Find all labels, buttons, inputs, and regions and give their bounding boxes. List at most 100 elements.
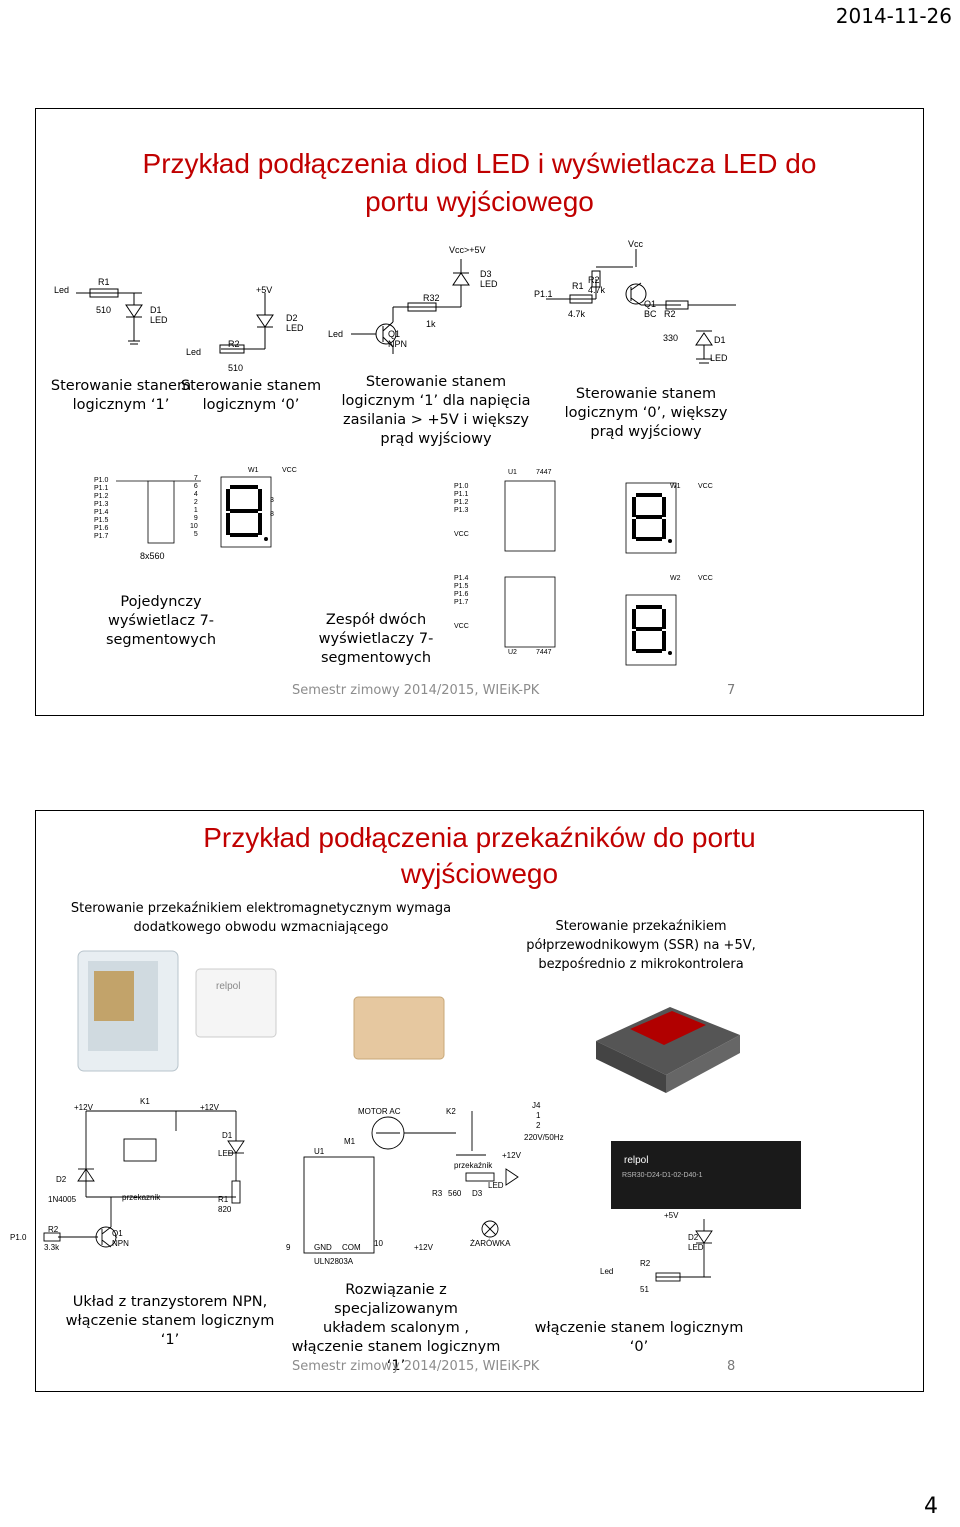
- label-j4-1: 1: [536, 1111, 541, 1120]
- label-q1b: Q1: [644, 299, 657, 309]
- label-vcc5: +5V: [256, 285, 273, 295]
- slide-title-line1: Przykład podłączenia diod LED i wyświetl…: [142, 148, 817, 179]
- label-k1: K1: [140, 1097, 150, 1106]
- label-r2-val: 510: [228, 363, 244, 373]
- label-ledb: LED: [688, 1243, 704, 1252]
- label-gnd: GND: [314, 1243, 332, 1252]
- label-r32-val: 1k: [426, 319, 436, 329]
- label-r1b: R1: [572, 281, 584, 291]
- label-led: LED: [218, 1149, 234, 1158]
- label-w1: W1: [248, 467, 259, 474]
- label-r2b: R2: [588, 275, 600, 285]
- label-r2b-val: 51: [640, 1285, 649, 1294]
- label-vcc-w1b: VCC: [698, 483, 713, 490]
- label-vcc-gt: Vcc>+5V: [449, 245, 486, 255]
- page-number: 4: [924, 1494, 938, 1519]
- label-led-in: Led: [600, 1267, 614, 1276]
- slide-number: 7: [727, 683, 736, 698]
- relay-circuit-labels: P1.0 R2 3.3k D2 1N4005 +12V K1 +12V prze…: [10, 811, 925, 1393]
- label-pin8: 8: [270, 511, 274, 518]
- label-r32: R32: [423, 293, 440, 303]
- label-npn: NPN: [112, 1239, 129, 1248]
- label-d3: D3: [480, 269, 492, 279]
- led-circuit-labels: Led R1 510 D1 LED +5V D2 LED Led R2 510 …: [36, 109, 925, 717]
- label-r2c: R2: [664, 309, 676, 319]
- label-vcc-w2: VCC: [698, 575, 713, 582]
- label-m1: M1: [344, 1137, 356, 1146]
- label-r1b-val: 4.7k: [568, 309, 586, 319]
- relay-brand-text: relpol: [216, 981, 240, 992]
- label-p11: P1.1: [534, 289, 553, 299]
- slide-relays: Przykład podłączenia przekaźników do por…: [10, 810, 925, 1393]
- label-d2: D2: [56, 1175, 67, 1184]
- label-q1: Q1: [112, 1229, 123, 1238]
- relay-circuits: [43, 1110, 713, 1282]
- label-bc: BC: [644, 309, 657, 319]
- led-circuits: [76, 249, 736, 364]
- ssr-brand: relpol: [624, 1155, 648, 1166]
- slide2-title-line1: Przykład podłączenia przekaźników do por…: [203, 822, 756, 853]
- label-7447-u2: 7447: [536, 649, 552, 656]
- label-5v: +5V: [664, 1211, 679, 1220]
- label-d1b-led: LED: [710, 353, 728, 363]
- label-r2b: R2: [640, 1259, 651, 1268]
- label-npn: NPN: [388, 339, 408, 349]
- label-r1: R1: [98, 277, 110, 287]
- caption-logic0-ssr: włączenie stanem logicznym ‘0’: [534, 1320, 744, 1355]
- label-r2: R2: [48, 1225, 59, 1234]
- label-mains: 220V/50Hz: [524, 1133, 564, 1142]
- label-led-in2: Led: [186, 347, 202, 357]
- slide-led-display: Przykład podłączenia diod LED i wyświetl…: [35, 108, 924, 716]
- label-vcc: Vcc: [628, 239, 644, 249]
- label-r2b-val: 4.7k: [588, 285, 606, 295]
- label-d2: D2: [286, 313, 298, 323]
- label-vcc-up: VCC: [282, 467, 297, 474]
- slide2-number: 8: [727, 1359, 736, 1374]
- slide-title-line2: portu wyjściowego: [365, 186, 594, 217]
- slide2-title-line2: wyjściowego: [400, 858, 559, 889]
- ssr-model: RSR30-D24-D1-02-D40-1: [622, 1172, 703, 1179]
- display-schematics: [116, 476, 677, 666]
- label-pin9: 9: [286, 1243, 291, 1252]
- label-j4: J4: [532, 1101, 541, 1110]
- label-p10: P1.0: [10, 1233, 27, 1242]
- label-vcc-dec2: VCC: [454, 623, 469, 630]
- label-led3: LED: [488, 1181, 504, 1190]
- label-r3: R3: [432, 1189, 443, 1198]
- label-led-in3: Led: [328, 329, 344, 339]
- resnet-label: 8x560: [140, 551, 165, 561]
- label-u1: U1: [508, 469, 517, 476]
- label-u1: U1: [314, 1147, 325, 1156]
- label-d1: D1: [222, 1131, 233, 1140]
- label-vcc-dec1: VCC: [454, 531, 469, 538]
- label-r1-val: 510: [96, 305, 112, 315]
- label-r1: R1: [218, 1195, 229, 1204]
- label-bulb: ŻARÓWKA: [470, 1239, 511, 1248]
- label-d3: D3: [472, 1189, 483, 1198]
- label-7447-u1: 7447: [536, 469, 552, 476]
- slide2-footer: Semestr zimowy 2014/2015, WIEiK-PK: [292, 1359, 540, 1374]
- label-przek2: przekaźnik: [454, 1161, 493, 1170]
- label-d3-led: LED: [480, 279, 498, 289]
- label-12v-2: +12V: [200, 1103, 219, 1112]
- label-12v-3: +12V: [414, 1243, 433, 1252]
- label-r1-val: 820: [218, 1205, 232, 1214]
- label-j4-2: 2: [536, 1121, 541, 1130]
- label-motor: MOTOR AC: [358, 1107, 401, 1116]
- label-com: COM: [342, 1243, 361, 1252]
- label-12v-4: +12V: [502, 1151, 521, 1160]
- label-d1-led: LED: [150, 315, 168, 325]
- label-k2: K2: [446, 1107, 456, 1116]
- label-r2: R2: [228, 339, 240, 349]
- label-led-in: Led: [54, 285, 70, 295]
